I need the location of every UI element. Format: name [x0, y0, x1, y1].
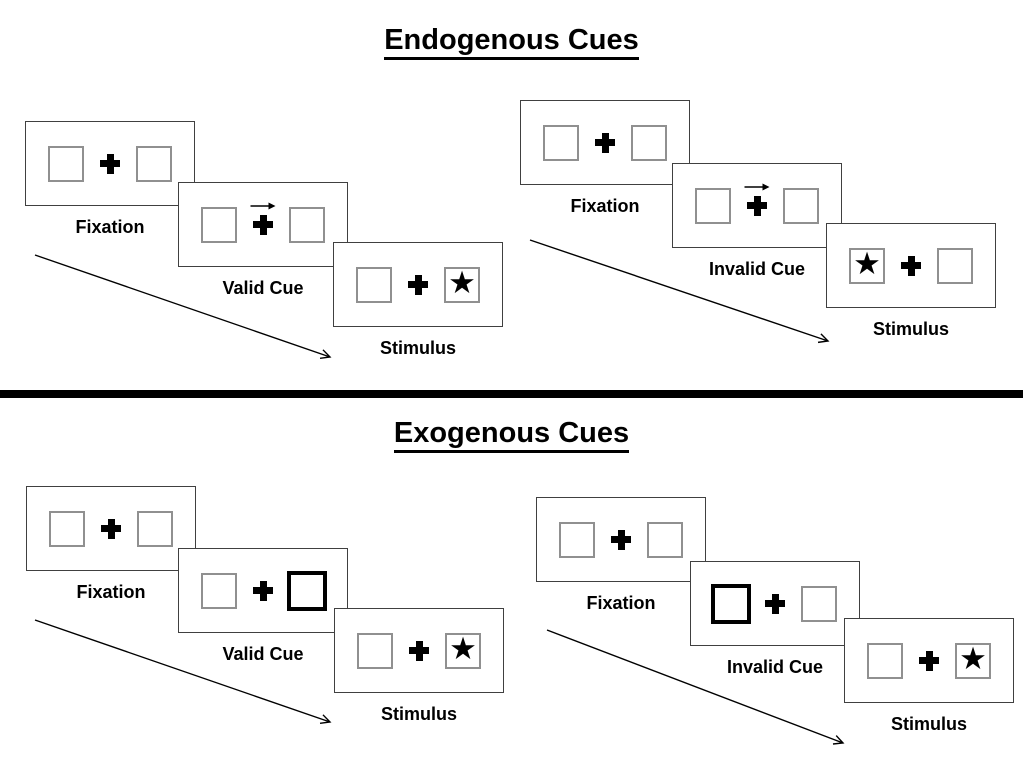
left-box — [543, 124, 579, 161]
section-title-endogenous: Endogenous Cues — [0, 24, 1023, 60]
panel-label: Invalid Cue — [726, 657, 824, 677]
right-box — [937, 247, 973, 284]
fixation-cross-icon — [408, 274, 428, 295]
right-box — [631, 124, 667, 161]
fixation-cross-icon — [611, 529, 631, 550]
timeline-arrow — [34, 619, 332, 725]
panel-label: Valid Cue — [222, 644, 304, 664]
fixation-cross-icon — [919, 650, 939, 671]
cue-panel — [672, 163, 842, 248]
fixation-cross-icon — [101, 518, 121, 539]
section-title-text: Exogenous Cues — [393, 417, 630, 453]
cue-highlight-box — [711, 583, 751, 624]
fixation-step: Fixation — [520, 100, 690, 216]
star-icon: ★ — [959, 641, 987, 677]
fixation-panel — [25, 121, 195, 206]
cue-step: Valid Cue — [178, 548, 348, 664]
panel-label: Stimulus — [890, 714, 967, 734]
fixation-cross-icon — [409, 640, 429, 661]
left-box — [867, 642, 903, 679]
right-box — [783, 187, 819, 224]
fixation-cross-icon — [595, 132, 615, 153]
right-box: ★ — [444, 265, 480, 303]
stimulus-panel: ★ — [844, 618, 1014, 703]
cue-panel — [690, 561, 860, 646]
cue-arrow-icon — [250, 202, 276, 210]
panel-label: Stimulus — [872, 319, 949, 339]
left-box: ★ — [849, 246, 885, 284]
cue-arrow-icon — [744, 183, 770, 191]
left-box — [49, 510, 85, 547]
stimulus-step: ★ Stimulus — [333, 242, 503, 358]
fixation-panel — [520, 100, 690, 185]
stimulus-step: ★ Stimulus — [844, 618, 1014, 734]
right-box — [137, 510, 173, 547]
right-box — [289, 206, 325, 243]
fixation-cross-icon — [765, 593, 785, 614]
right-box: ★ — [955, 641, 991, 679]
fixation-step: Fixation — [26, 486, 196, 602]
stimulus-panel: ★ — [334, 608, 504, 693]
star-icon: ★ — [853, 246, 881, 282]
panel-label: Fixation — [76, 582, 146, 602]
fixation-step: Fixation — [536, 497, 706, 613]
left-box — [201, 572, 237, 609]
star-icon: ★ — [449, 631, 477, 667]
section-divider — [0, 390, 1023, 398]
section-title-exogenous: Exogenous Cues — [0, 417, 1023, 453]
star-icon: ★ — [448, 265, 476, 301]
fixation-cross-icon — [253, 580, 273, 601]
panel-label: Valid Cue — [222, 278, 304, 298]
fixation-cross-icon — [901, 255, 921, 276]
stimulus-step: ★ Stimulus — [826, 223, 996, 339]
cue-highlight-box — [287, 570, 327, 611]
left-box — [559, 521, 595, 558]
cue-step: Invalid Cue — [690, 561, 860, 677]
cue-step: Valid Cue — [178, 182, 348, 298]
stimulus-step: ★ Stimulus — [334, 608, 504, 724]
fixation-step: Fixation — [25, 121, 195, 237]
panel-label: Stimulus — [380, 704, 457, 724]
right-box: ★ — [445, 631, 481, 669]
left-box — [695, 187, 731, 224]
left-box — [356, 266, 392, 303]
fixation-cross-icon — [100, 153, 120, 174]
section-title-text: Endogenous Cues — [384, 24, 639, 60]
right-box — [136, 145, 172, 182]
left-box — [201, 206, 237, 243]
panel-label: Fixation — [586, 593, 656, 613]
fixation-panel — [536, 497, 706, 582]
timeline-arrow — [34, 254, 332, 360]
fixation-cross-icon — [747, 195, 767, 216]
panel-label: Stimulus — [379, 338, 456, 358]
left-box — [48, 145, 84, 182]
right-box — [647, 521, 683, 558]
right-box — [801, 585, 837, 622]
cue-panel — [178, 182, 348, 267]
panel-label: Fixation — [75, 217, 145, 237]
stimulus-panel: ★ — [826, 223, 996, 308]
cue-step: Invalid Cue — [672, 163, 842, 279]
stimulus-panel: ★ — [333, 242, 503, 327]
panel-label: Fixation — [570, 196, 640, 216]
cue-panel — [178, 548, 348, 633]
fixation-panel — [26, 486, 196, 571]
panel-label: Invalid Cue — [708, 259, 806, 279]
left-box — [357, 632, 393, 669]
timeline-arrow — [529, 239, 830, 344]
fixation-cross-icon — [253, 214, 273, 235]
timeline-arrow — [546, 629, 845, 745]
